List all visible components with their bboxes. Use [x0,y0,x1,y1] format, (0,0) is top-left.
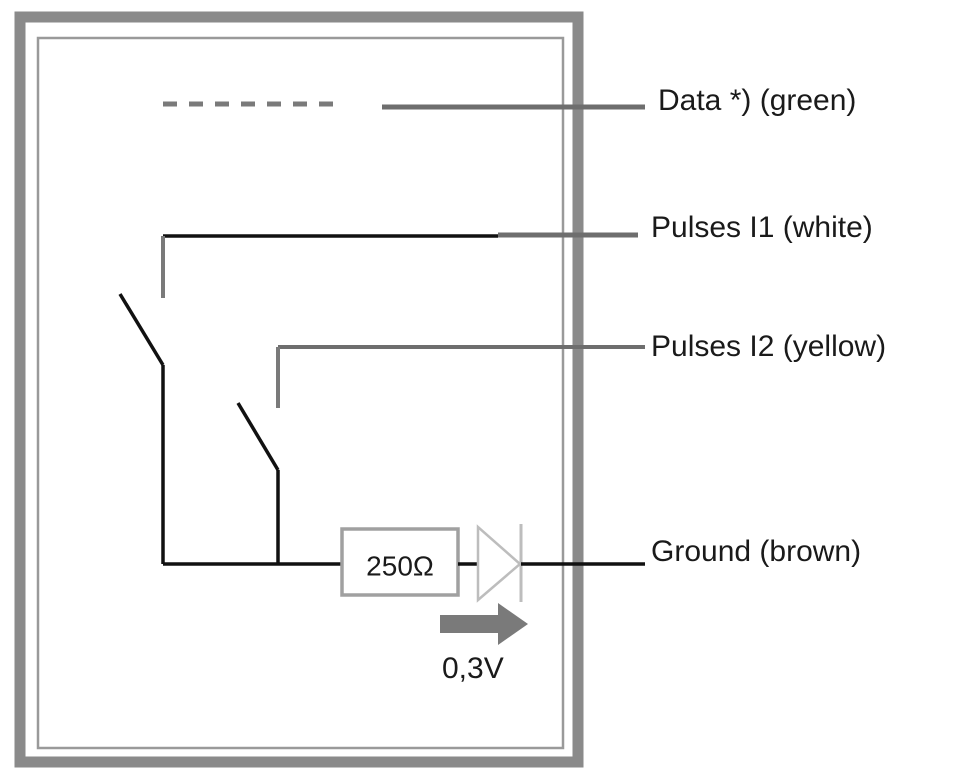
resistor-label: 250Ω [366,551,434,582]
ground-label: Ground (brown) [651,535,861,568]
voltage-arrow-shaft [440,615,500,633]
pulses-i2-label: Pulses I2 (yellow) [651,330,886,363]
pulses-i1-label: Pulses I1 (white) [651,211,873,244]
switch-1-blade [118,293,165,366]
voltage-arrow-head [498,603,528,645]
switch-2-blade [236,402,280,471]
resistor-box [340,527,460,597]
enclosure-inner-frame [36,36,565,750]
data-label: Data *) (green) [658,84,856,117]
enclosure-outer-frame [14,11,584,768]
diode-symbol [476,524,522,603]
voltage-label: 0,3V [442,652,504,685]
